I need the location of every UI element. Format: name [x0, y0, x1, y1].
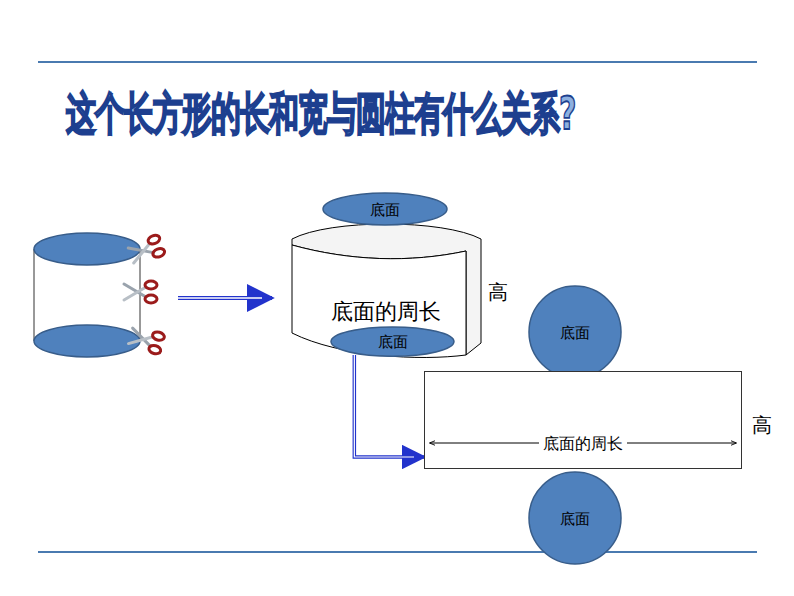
- side-rectangle: 底面的周长高: [424, 371, 742, 469]
- shape-label: 底面的周长: [539, 434, 627, 453]
- text-holder: 高: [488, 281, 508, 303]
- text-holder: 底面的周长: [539, 434, 627, 453]
- text-holder: 底面: [560, 323, 590, 342]
- unroll-arrow: [178, 298, 272, 299]
- shape-label: 底面: [560, 510, 590, 528]
- height-label: 高: [488, 280, 508, 304]
- text-holder: 高: [752, 414, 772, 436]
- scissors-icon: [124, 234, 166, 355]
- rule-line: [38, 551, 757, 553]
- slide-title: 这个长方形的长和宽与圆柱有什么关系?: [66, 84, 575, 146]
- cylinder: [34, 233, 140, 357]
- base-circle: 底面: [528, 471, 622, 565]
- rule-line: [38, 61, 757, 63]
- height-label: 高: [752, 413, 772, 437]
- shape-outline: [424, 371, 742, 469]
- shape-label: 底面: [370, 201, 400, 219]
- text-holder: 底面: [378, 332, 408, 351]
- base-circle: 底面: [528, 285, 622, 379]
- flow-arrow: [354, 355, 424, 457]
- text-holder: 底面: [370, 200, 400, 219]
- shape-label: 底面: [560, 324, 590, 342]
- shape-label: 底面: [378, 333, 408, 351]
- base-ellipse: 底面: [330, 326, 455, 357]
- base-ellipse: 底面: [322, 192, 448, 226]
- shape-label: 底面的周长: [331, 299, 441, 324]
- text-holder: 底面的周长: [331, 300, 441, 324]
- text-holder: 底面: [560, 509, 590, 528]
